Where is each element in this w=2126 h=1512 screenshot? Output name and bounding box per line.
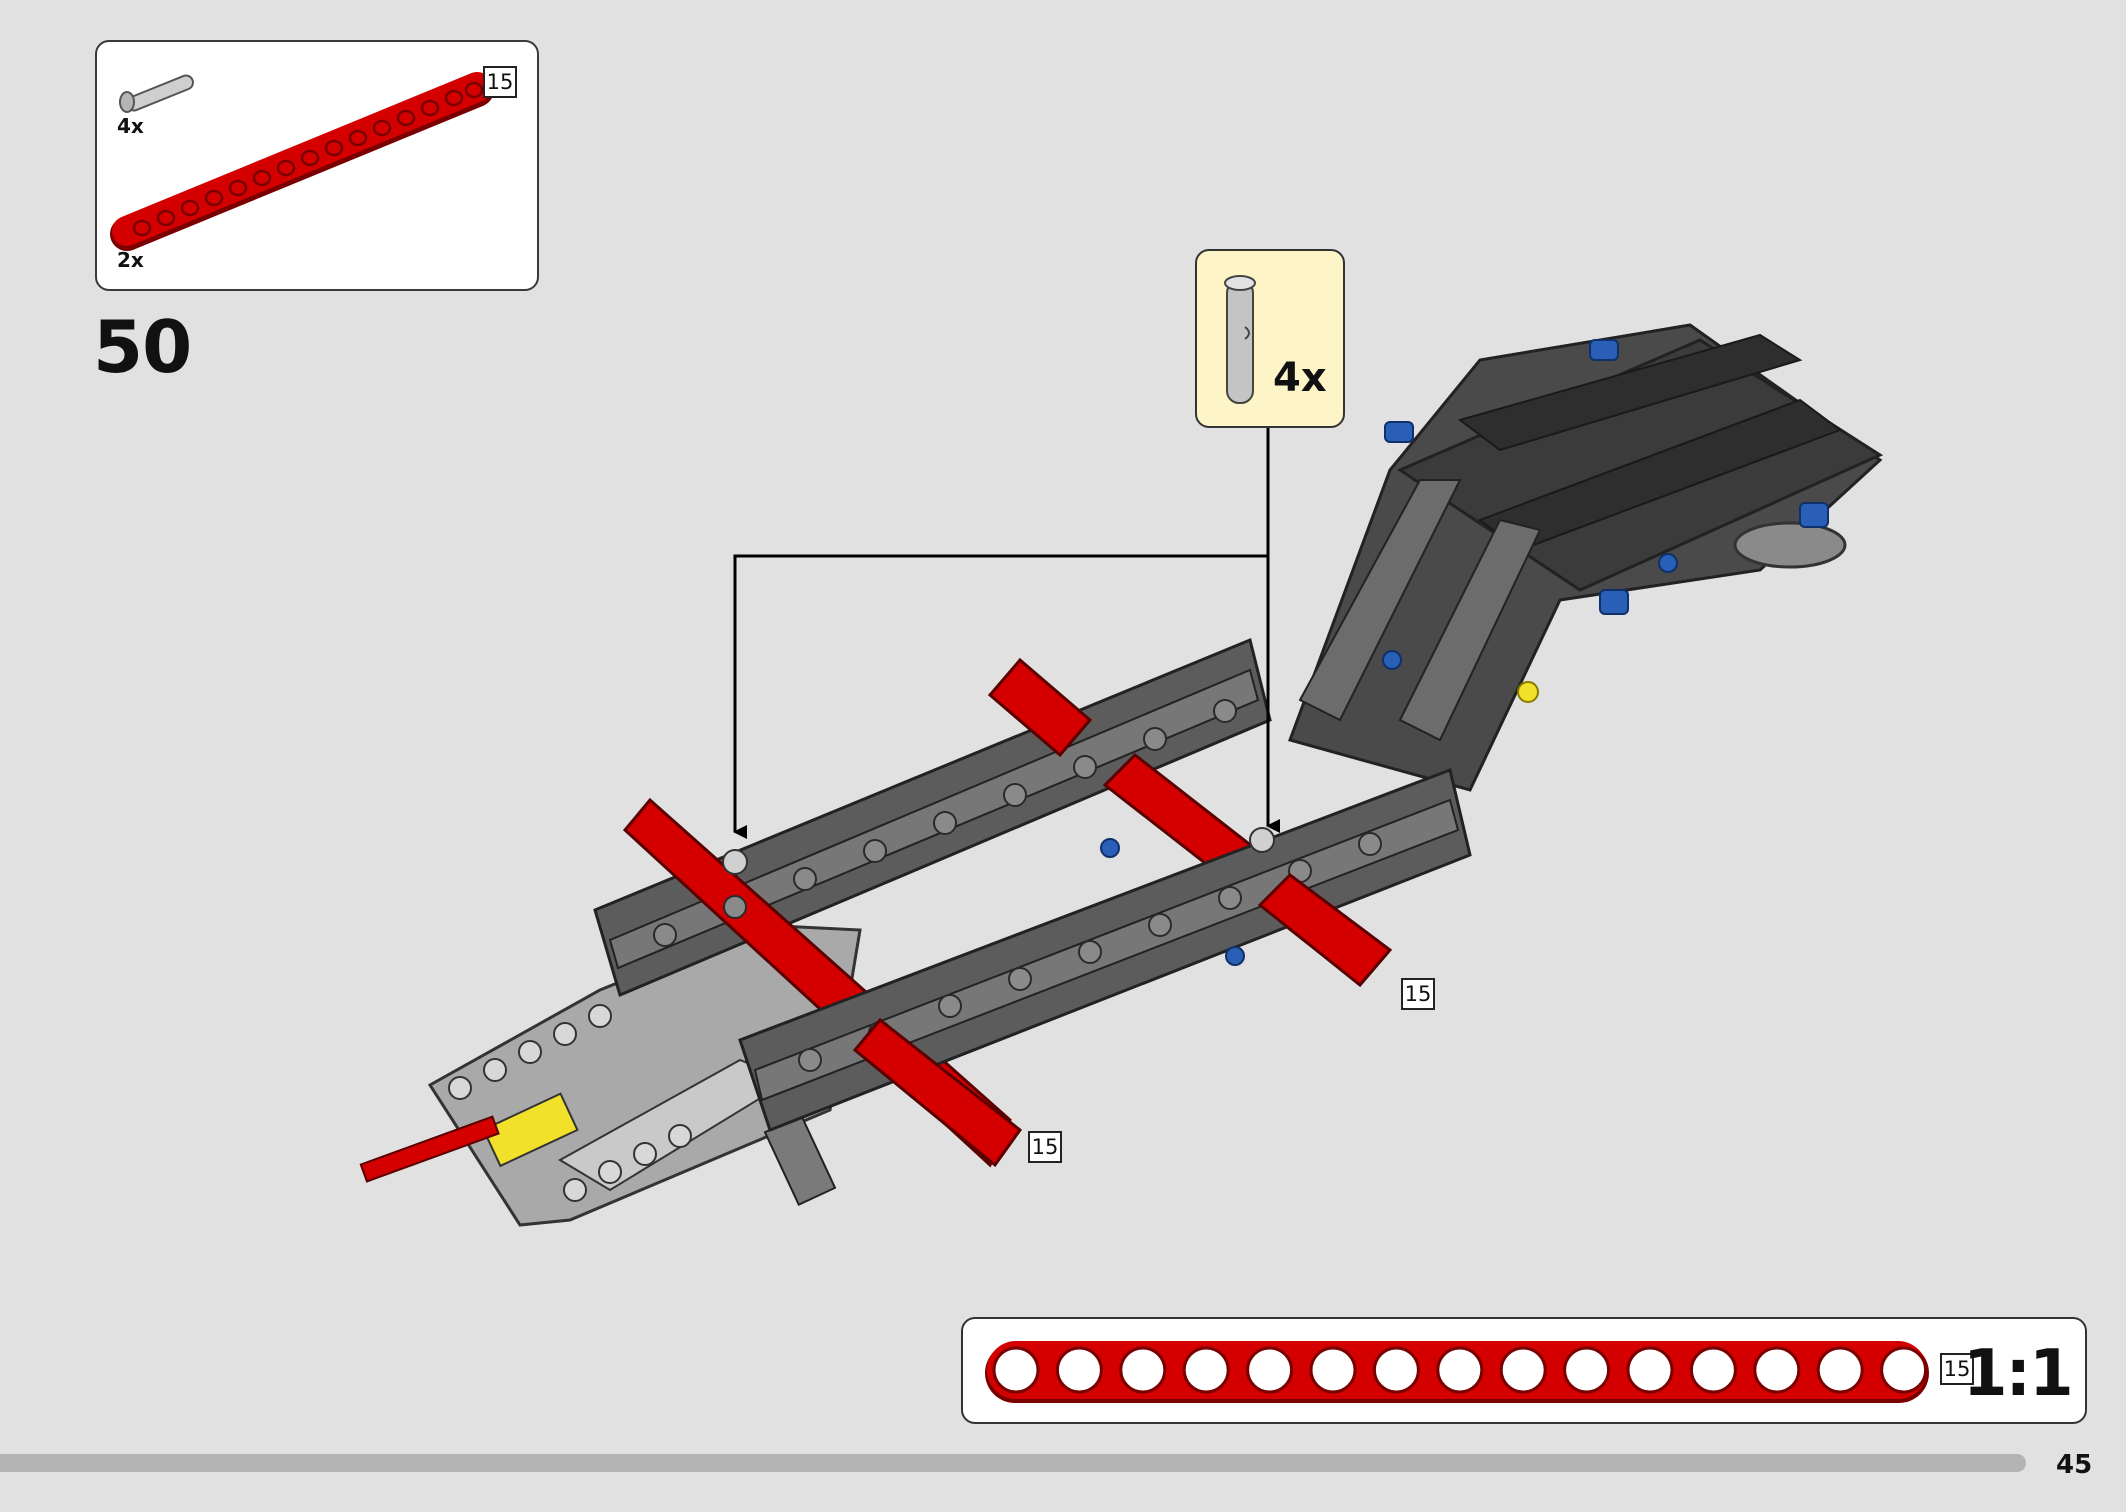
ruler-hole bbox=[1055, 1346, 1103, 1394]
beam-quantity: 2x bbox=[117, 248, 144, 272]
length-badge-front-beam: 15 bbox=[1028, 1131, 1062, 1163]
scale-label: 1:1 bbox=[1963, 1337, 2074, 1411]
ruler-hole bbox=[1246, 1346, 1294, 1394]
ruler-hole bbox=[1753, 1346, 1801, 1394]
friction-pin-icon bbox=[119, 74, 194, 113]
length-badge: 15 bbox=[483, 66, 517, 98]
callout-quantity: 4x bbox=[1273, 355, 1327, 401]
friction-pin-icon bbox=[1224, 275, 1256, 404]
ruler-hole bbox=[1880, 1346, 1928, 1394]
ruler-hole bbox=[1119, 1346, 1167, 1394]
part-callout: 4x bbox=[1195, 249, 1345, 428]
page-number: 45 bbox=[2056, 1450, 2093, 1480]
ruler-hole bbox=[1182, 1346, 1230, 1394]
front-frame-module bbox=[359, 923, 862, 1227]
step-number: 50 bbox=[93, 305, 192, 389]
pin-quantity: 4x bbox=[117, 114, 144, 138]
ruler-length-badge: 15 bbox=[1940, 1353, 1974, 1385]
ruler-hole bbox=[1309, 1346, 1357, 1394]
ruler-hole bbox=[992, 1346, 1040, 1394]
ruler-hole bbox=[1436, 1346, 1484, 1394]
rear-frame-module bbox=[1288, 323, 1884, 825]
ruler-hole bbox=[1816, 1346, 1864, 1394]
insertion-arrows bbox=[733, 428, 1280, 839]
length-badge-right-beam: 15 bbox=[1401, 978, 1435, 1010]
ruler-holes bbox=[992, 1346, 1928, 1394]
ruler-hole bbox=[1499, 1346, 1547, 1394]
ruler-hole bbox=[1689, 1346, 1737, 1394]
ruler-hole bbox=[1563, 1346, 1611, 1394]
scale-ruler-box: 15 1:1 bbox=[961, 1317, 2087, 1424]
beam-15-icon bbox=[110, 72, 494, 251]
right-frame-beam bbox=[653, 699, 1472, 1132]
red-beam-ends bbox=[852, 873, 1393, 1168]
progress-bar bbox=[0, 1454, 2026, 1472]
parts-list-art bbox=[110, 72, 494, 251]
ruler-hole bbox=[1372, 1346, 1420, 1394]
beam-15-ruler bbox=[985, 1341, 1929, 1403]
parts-list-box: 4x 2x 15 bbox=[95, 40, 539, 291]
ruler-hole bbox=[1626, 1346, 1674, 1394]
